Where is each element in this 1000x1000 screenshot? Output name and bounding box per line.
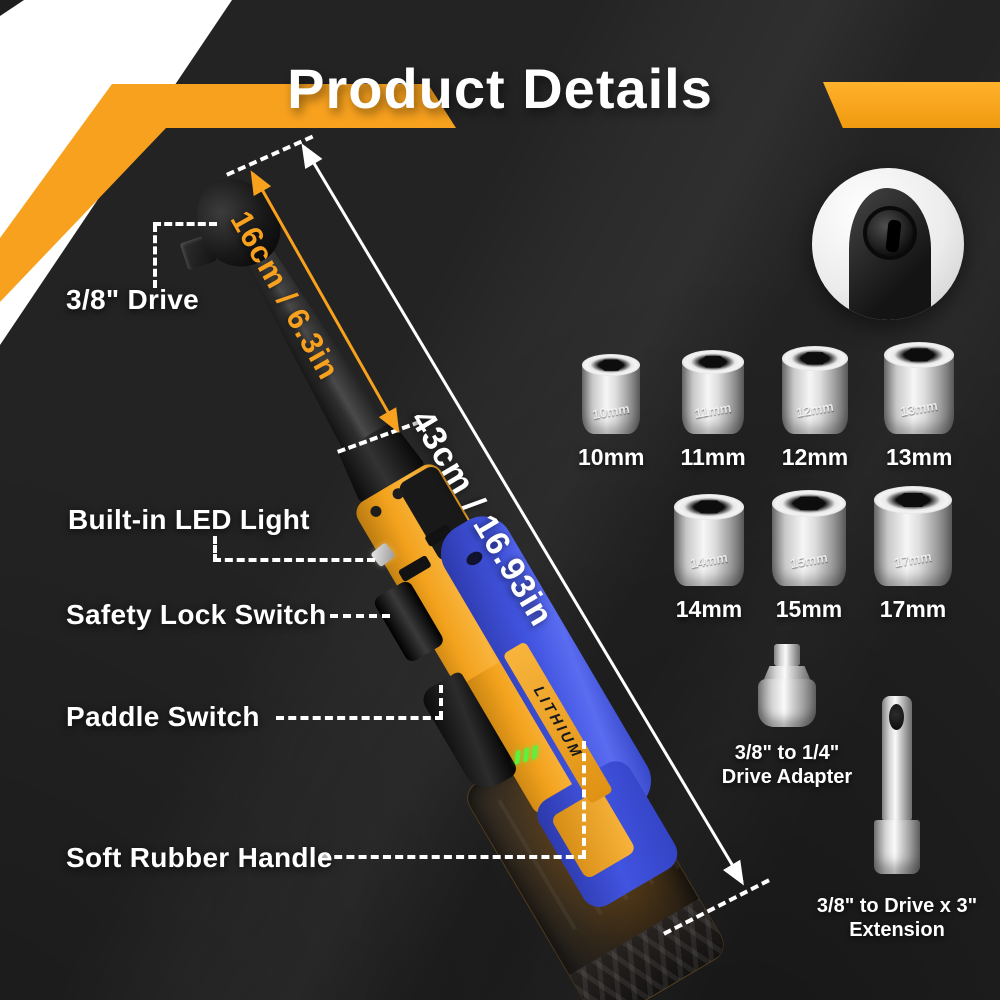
leader-safety-line	[330, 614, 390, 618]
vent-slot	[397, 554, 432, 583]
led-light-module	[370, 542, 396, 568]
socket-image: 13mm	[884, 342, 955, 434]
socket-size-label: 10mm	[578, 444, 645, 470]
socket-item: 17mm 17mm	[874, 486, 952, 623]
socket-item: 15mm 15mm	[772, 490, 846, 623]
title-accent-bar	[823, 82, 1000, 128]
socket-opening	[874, 486, 952, 514]
socket-size-label: 15mm	[775, 596, 843, 622]
extension-label: 3/8" to Drive x 3" Extension	[817, 894, 977, 942]
leader-handle-line	[582, 741, 586, 858]
socket-size-label: 14mm	[675, 596, 743, 622]
adapter-label-line1: 3/8" to 1/4"	[734, 742, 840, 764]
extension-bar-figure: 3/8" to Drive x 3" Extension	[817, 696, 977, 942]
adapter-body	[758, 679, 816, 727]
socket-opening	[582, 354, 641, 377]
socket-opening	[674, 494, 744, 520]
socket-size-label: 13mm	[885, 444, 953, 470]
ratchet-dial-slot	[885, 219, 902, 253]
socket-engraving: 15mm	[789, 549, 829, 571]
socket-opening	[682, 350, 745, 374]
callout-safety-lock: Safety Lock Switch	[66, 599, 327, 630]
socket-opening	[781, 346, 848, 371]
socket-item: 10mm 10mm	[578, 354, 644, 471]
socket-image: 12mm	[781, 346, 848, 434]
leader-paddle-line	[439, 685, 443, 719]
socket-engraving: 17mm	[893, 548, 933, 571]
leader-led-line	[213, 536, 217, 562]
socket-hex-hole	[692, 500, 726, 514]
leader-drive-line	[153, 222, 217, 226]
socket-item: 13mm 13mm	[884, 342, 955, 471]
socket-engraving: 11mm	[693, 399, 733, 422]
callout-paddle-switch: Paddle Switch	[66, 701, 260, 732]
extension-shaft	[882, 696, 912, 820]
socket-engraving: 12mm	[795, 399, 835, 421]
socket-item: 11mm 11mm	[680, 350, 746, 471]
socket-hex-hole	[698, 355, 728, 368]
socket-image: 15mm	[772, 490, 846, 586]
leader-led-line	[213, 558, 375, 562]
leader-drive-line	[153, 224, 157, 288]
callout-rubber-handle: Soft Rubber Handle	[66, 842, 333, 873]
adapter-neck	[764, 666, 810, 679]
socket-engraving: 10mm	[591, 400, 632, 422]
callout-led-light: Built-in LED Light	[68, 504, 310, 535]
adapter-stud	[774, 644, 800, 666]
adapter-label-line2: Drive Adapter	[721, 766, 853, 788]
ratchet-dial	[863, 206, 917, 260]
socket-hex-hole	[799, 352, 831, 365]
socket-image: 14mm	[674, 494, 744, 586]
socket-item: 12mm 12mm	[782, 346, 848, 471]
socket-item: 14mm 14mm	[674, 494, 744, 623]
socket-size-label: 17mm	[879, 596, 947, 622]
extension-collar	[874, 820, 920, 874]
socket-image: 17mm	[874, 486, 952, 586]
leader-handle-line	[322, 855, 586, 859]
corner-decoration	[0, 0, 456, 345]
ratchet-head-closeup-badge	[812, 168, 964, 320]
extension-label-line2: Extension	[849, 919, 945, 941]
socket-hex-hole	[597, 359, 625, 371]
socket-engraving: 14mm	[689, 550, 729, 572]
socket-size-label: 12mm	[781, 444, 849, 470]
callout-drive: 3/8" Drive	[66, 284, 200, 315]
extension-socket-hole	[889, 704, 904, 730]
socket-opening	[772, 490, 846, 517]
socket-hex-hole	[791, 496, 826, 511]
socket-row-1: 10mm 10mm 11mm 11mm 12mm 12mm 13mm 13mm	[578, 342, 955, 471]
socket-image: 11mm	[682, 350, 745, 434]
socket-hex-hole	[895, 492, 931, 508]
page-title: Product Details	[287, 57, 713, 120]
socket-image: 10mm	[582, 354, 641, 434]
socket-hex-hole	[903, 348, 936, 362]
drive-adapter-figure: 3/8" to 1/4" Drive Adapter	[722, 644, 852, 789]
socket-row-2: 14mm 14mm 15mm 15mm 17mm 17mm	[674, 486, 952, 623]
adapter-label: 3/8" to 1/4" Drive Adapter	[722, 741, 852, 789]
ratchet-head-image	[849, 188, 931, 320]
socket-engraving: 13mm	[899, 398, 939, 420]
leader-paddle-line	[276, 716, 443, 720]
screw	[368, 503, 384, 519]
socket-opening	[884, 342, 955, 368]
socket-size-label: 11mm	[680, 444, 746, 470]
extension-label-line1: 3/8" to Drive x 3"	[816, 895, 978, 917]
